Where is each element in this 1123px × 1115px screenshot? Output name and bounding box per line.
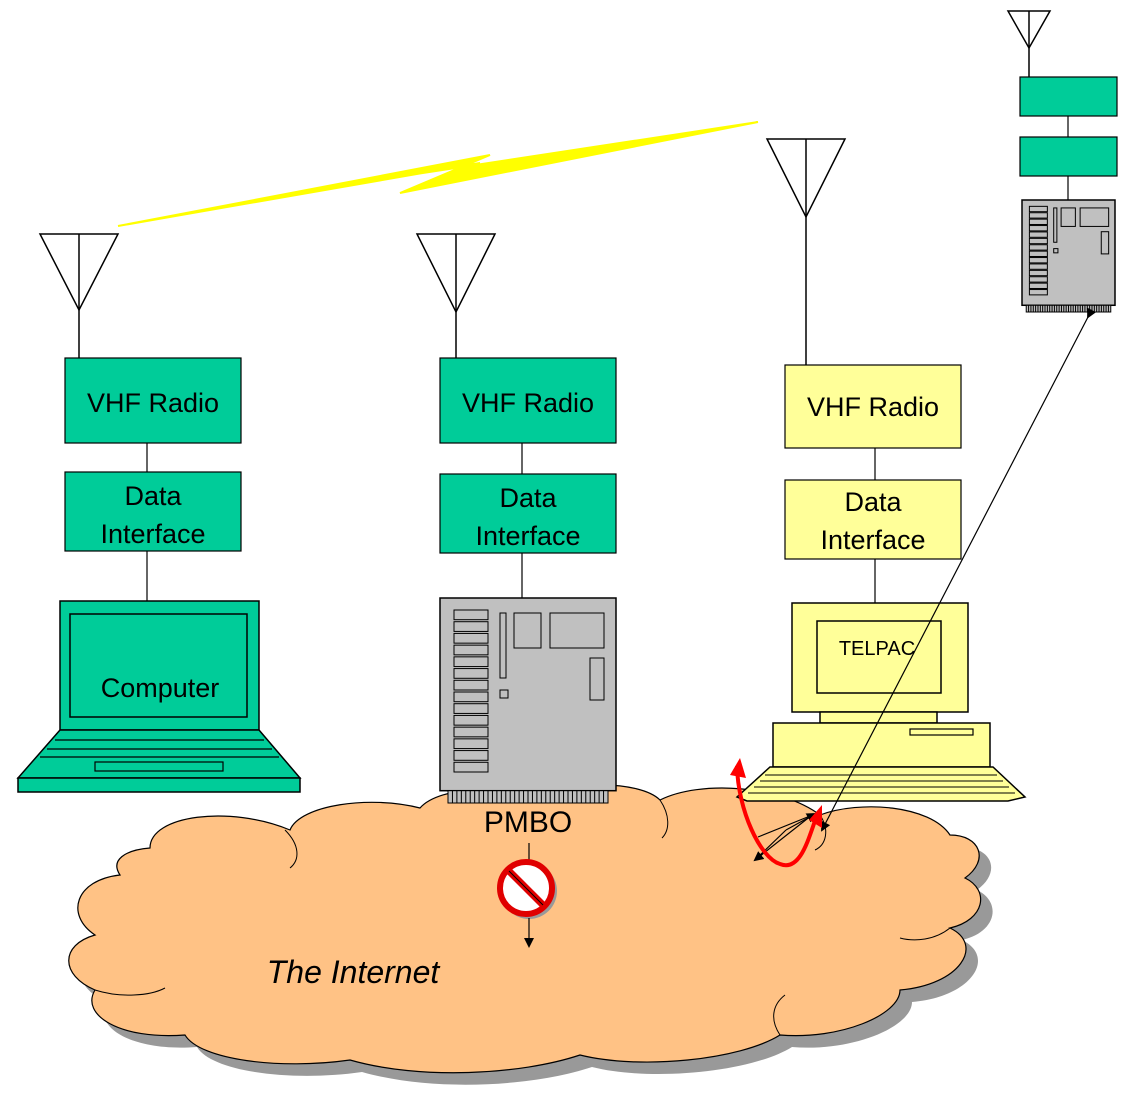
desktop-computer-icon <box>735 602 1027 802</box>
middle-radio-label: VHF Radio <box>462 388 594 418</box>
internet-label: The Internet <box>267 954 441 990</box>
pmbo-label: PMBO <box>484 806 572 839</box>
left-interface-box <box>64 471 242 552</box>
laptop-icon <box>16 600 302 793</box>
computer-label: Computer <box>101 673 220 703</box>
middle-antenna-icon <box>415 233 497 358</box>
left-antenna-icon <box>38 233 120 358</box>
remote-node <box>1006 10 1118 313</box>
right-station: VHF Radio Data Interface TELPAC <box>735 138 1027 802</box>
left-interface-line1: Data <box>124 481 182 511</box>
remote-radio-box <box>1019 76 1118 117</box>
internet-routing-arrow <box>735 765 818 868</box>
right-interface-line1: Data <box>844 487 902 517</box>
radio-link-lightning <box>117 121 759 227</box>
remote-antenna-icon <box>1006 10 1052 77</box>
middle-radio-box <box>439 357 617 444</box>
remote-interface-box <box>1019 136 1118 177</box>
left-station: VHF Radio Data Interface Computer <box>16 233 302 793</box>
right-radio-label: VHF Radio <box>807 392 939 422</box>
middle-interface-box <box>439 473 617 554</box>
left-radio-label: VHF Radio <box>87 388 219 418</box>
right-antenna-icon <box>765 138 847 365</box>
left-radio-box <box>64 357 242 444</box>
prohibited-icon <box>497 859 557 919</box>
remote-link-arrow <box>821 307 1097 832</box>
left-interface-line2: Interface <box>100 519 205 549</box>
telpac-internet-arrow <box>757 813 816 838</box>
middle-interface-line1: Data <box>499 483 557 513</box>
middle-interface-line2: Interface <box>475 521 580 551</box>
right-interface-line2: Interface <box>820 525 925 555</box>
telpac-label: TELPAC <box>839 638 915 660</box>
middle-station: VHF Radio Data Interface PMBO <box>415 233 617 948</box>
remote-server-board-icon <box>1021 199 1116 313</box>
server-board-icon <box>439 597 617 804</box>
internet-cloud: The Internet <box>68 784 993 1085</box>
